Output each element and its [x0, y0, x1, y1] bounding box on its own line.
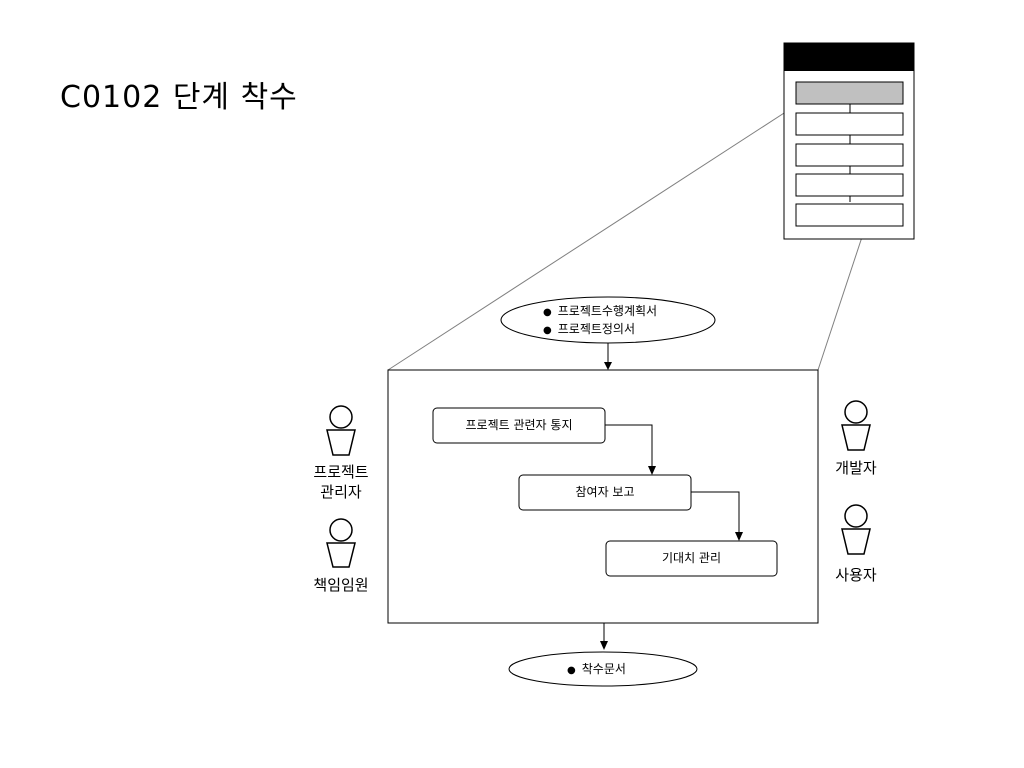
input-document: 프로젝트수행계획서: [543, 303, 657, 321]
connector-2-3: [691, 491, 740, 534]
actor-label-user: 사용자: [835, 566, 877, 584]
step-label-expectation: 기대치 관리: [661, 551, 721, 565]
output-document: 착수문서: [567, 661, 626, 679]
step-label-notify: 프로젝트 관련자 통지: [465, 418, 573, 432]
thumbnail-step: [795, 203, 904, 227]
actor-label-developer: 개발자: [835, 459, 877, 477]
step-label-report: 참여자 보고: [575, 485, 635, 499]
slide-title: C0102 단계 착수: [60, 80, 298, 115]
input-documents-list: 프로젝트수행계획서 프로젝트정의서: [543, 303, 657, 339]
actor-label-executive: 책임임원: [313, 576, 369, 594]
actor-icon-developer: [841, 400, 871, 451]
connector-1-2: [605, 424, 653, 468]
output-document-list: 착수문서: [567, 661, 626, 679]
thumbnail-header: [784, 43, 914, 71]
thumbnail-step: [795, 112, 904, 136]
input-document: 프로젝트정의서: [543, 321, 657, 339]
step-box-3: [605, 540, 778, 577]
thumbnail-step: [795, 173, 904, 197]
actor-icon-project-manager: [326, 405, 356, 456]
thumbnail-step: [795, 143, 904, 167]
thumbnail-step-current: [795, 81, 904, 105]
zoom-line-left: [387, 103, 799, 371]
actor-label-project-manager: 프로젝트 관리자: [313, 463, 369, 501]
process-map-thumbnail: [783, 42, 915, 240]
actor-icon-user: [841, 504, 871, 555]
actor-icon-executive: [326, 518, 356, 568]
